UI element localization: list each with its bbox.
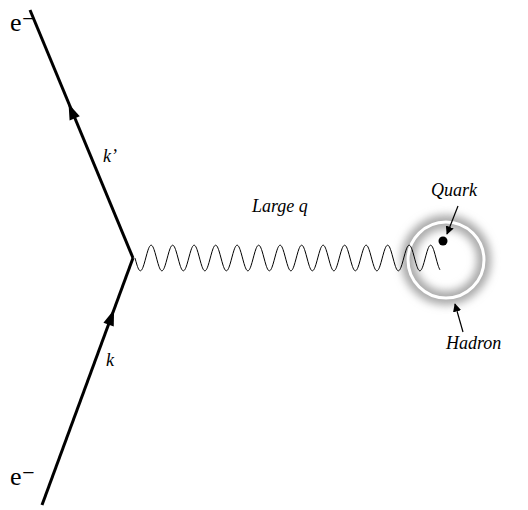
quark-label: Quark	[431, 180, 477, 201]
leader-line	[447, 206, 458, 234]
quark-dot	[439, 237, 448, 246]
photon-label: Large q	[252, 196, 308, 217]
particle-label: e⁻	[10, 462, 35, 492]
hadron-label: Hadron	[446, 333, 501, 354]
outgoing-electron	[30, 10, 133, 258]
photon-line	[135, 245, 440, 271]
momentum-label: k	[106, 350, 114, 371]
leader-line	[455, 304, 463, 332]
hadron-glow	[408, 222, 484, 298]
incoming-electron	[42, 258, 133, 505]
hadron-ring	[408, 222, 484, 298]
particle-label: e⁻	[10, 8, 35, 38]
momentum-label: k’	[103, 146, 117, 167]
fermion-arrow	[63, 102, 79, 121]
fermion-arrow	[103, 308, 119, 327]
